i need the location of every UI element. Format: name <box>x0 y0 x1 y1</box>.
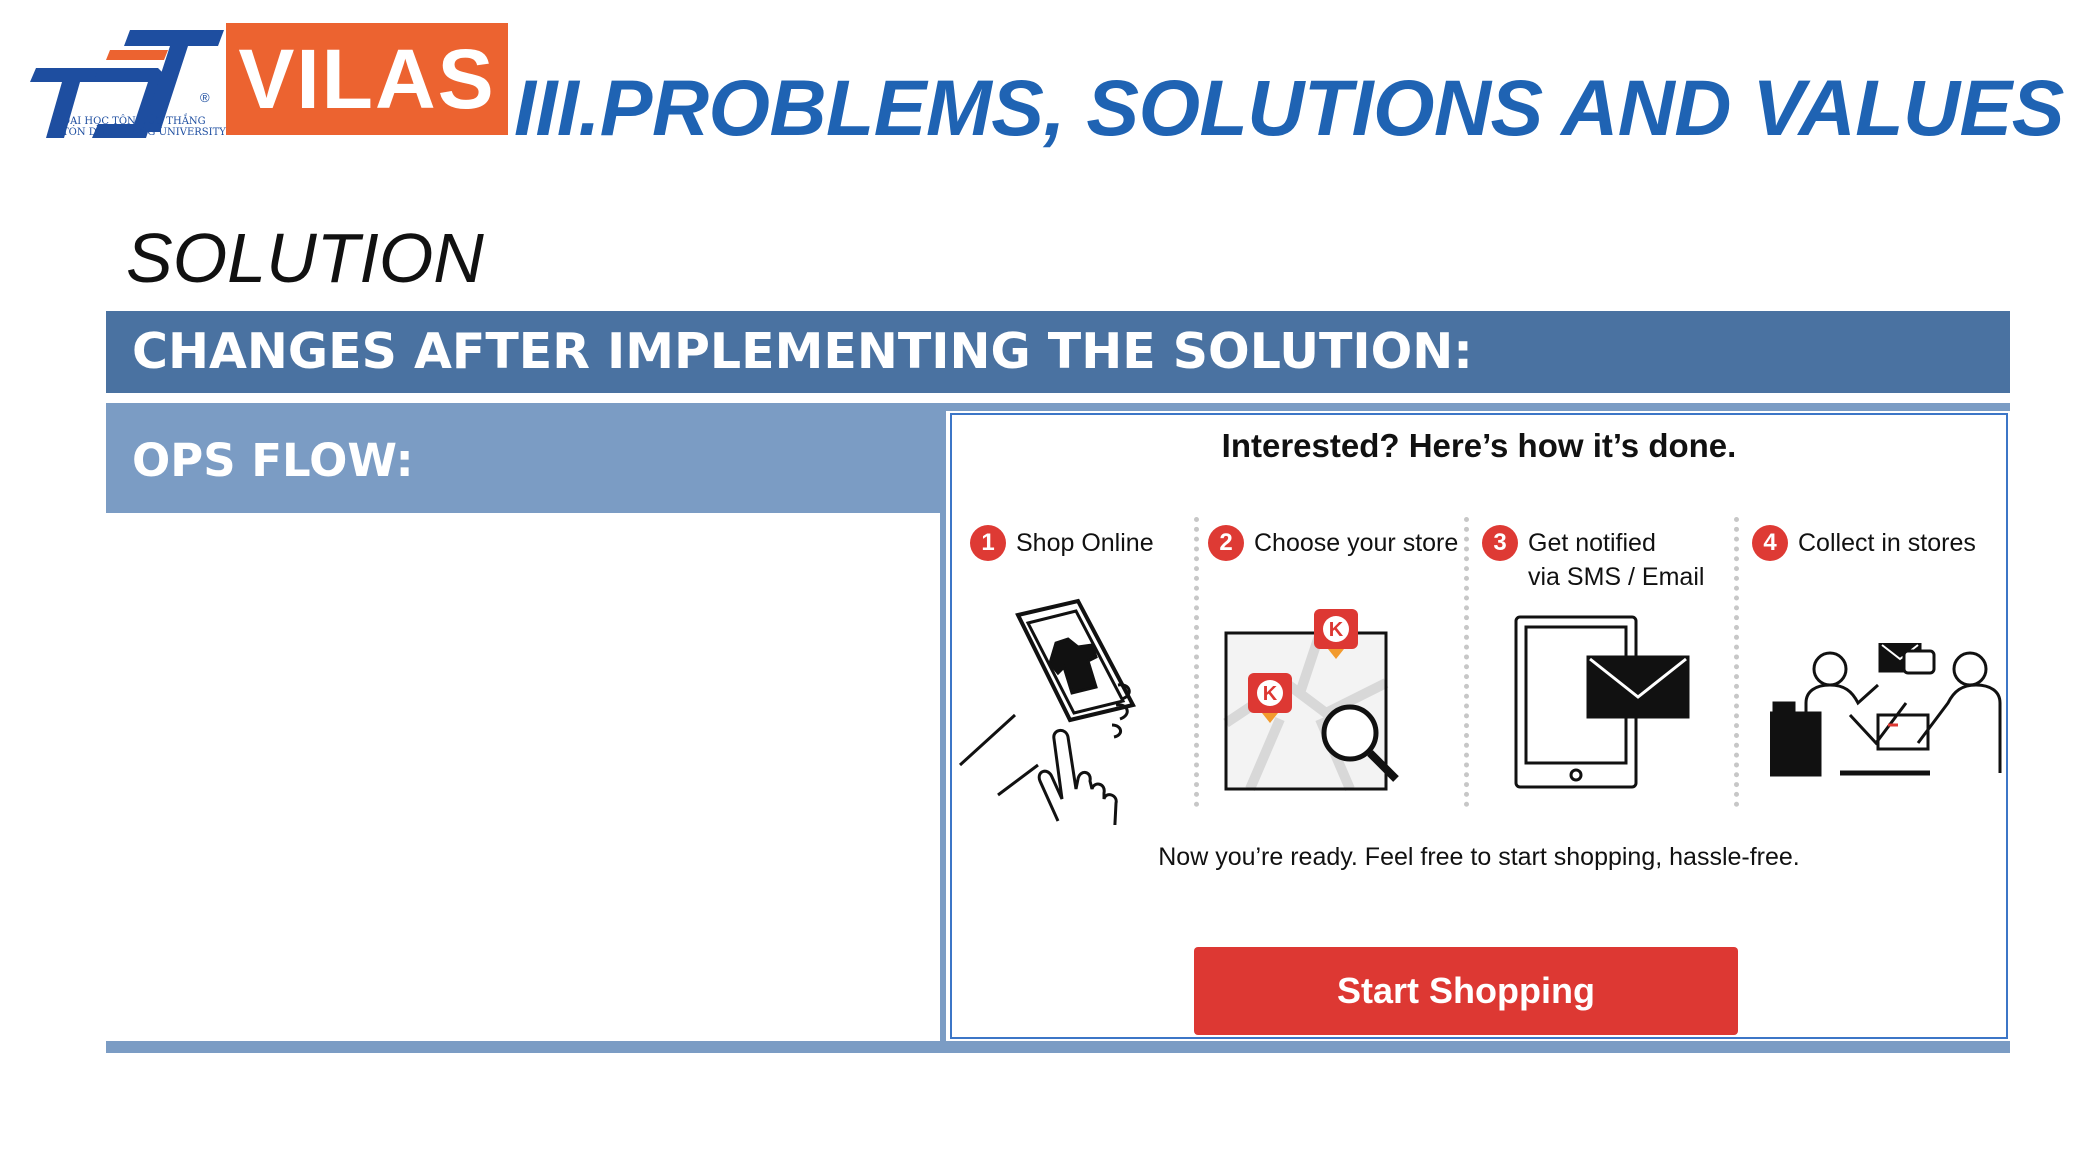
column-divider <box>940 408 946 1042</box>
slide-title: III.PROBLEMS, SOLUTIONS AND VALUES <box>514 63 2064 152</box>
section-label: SOLUTION <box>126 219 484 297</box>
table-top-rule <box>106 403 2010 411</box>
vilas-logo: VILAS <box>226 23 508 135</box>
step-1: 1 Shop Online <box>970 525 1154 561</box>
tdt-caption-english: TON DUC THANG UNIVERSITY <box>62 127 226 138</box>
changes-banner: CHANGES AFTER IMPLEMENTING THE SOLUTION: <box>106 311 2010 393</box>
step-2: 2 Choose your store <box>1208 525 1458 561</box>
store-map-search-icon: K K <box>1223 609 1399 791</box>
ready-message: Now you’re ready. Feel free to start sho… <box>1158 843 1800 871</box>
ops-flow-label: OPS FLOW: <box>106 408 942 513</box>
tdt-logo <box>18 20 228 140</box>
tdt-logo-mark <box>30 30 224 138</box>
step-separator <box>1464 517 1469 807</box>
start-shopping-button[interactable]: Start Shopping <box>1194 947 1738 1035</box>
tdt-university-caption: ĐẠI HỌC TÔN ĐỨC THẮNG TON DUC THANG UNIV… <box>62 116 226 138</box>
store-pin-letter: K <box>1263 683 1278 705</box>
step-separator <box>1734 517 1739 807</box>
step-3: 3 Get notified via SMS / Email <box>1482 525 1704 593</box>
collect-in-store-icon <box>1770 643 2002 777</box>
ops-flow-panel: Interested? Here’s how it’s done. 1 Shop … <box>950 413 2008 1039</box>
tablet-mail-icon <box>1514 615 1690 789</box>
step-label-line2: via SMS / Email <box>1528 563 1705 591</box>
store-pin-letter: K <box>1329 619 1344 641</box>
step-number-badge: 1 <box>970 525 1006 561</box>
step-label: Get notified <box>1528 529 1656 557</box>
table-bottom-rule <box>106 1041 2010 1053</box>
phone-shopping-icon <box>958 598 1136 825</box>
step-label: Collect in stores <box>1798 529 1976 557</box>
registered-mark: ® <box>200 90 210 105</box>
step-separator <box>1194 517 1199 807</box>
panel-heading: Interested? Here’s how it’s done. <box>1221 427 1737 464</box>
step-number-badge: 3 <box>1482 525 1518 561</box>
step-4: 4 Collect in stores <box>1752 525 1976 561</box>
step-label: Shop Online <box>1016 529 1154 557</box>
step-number-badge: 4 <box>1752 525 1788 561</box>
store-pin-icon: K <box>1248 673 1292 723</box>
store-pin-icon: K <box>1314 609 1358 659</box>
step-number-badge: 2 <box>1208 525 1244 561</box>
tdt-caption-vietnamese: ĐẠI HỌC TÔN ĐỨC THẮNG <box>62 116 206 127</box>
step-label: Choose your store <box>1254 529 1459 557</box>
